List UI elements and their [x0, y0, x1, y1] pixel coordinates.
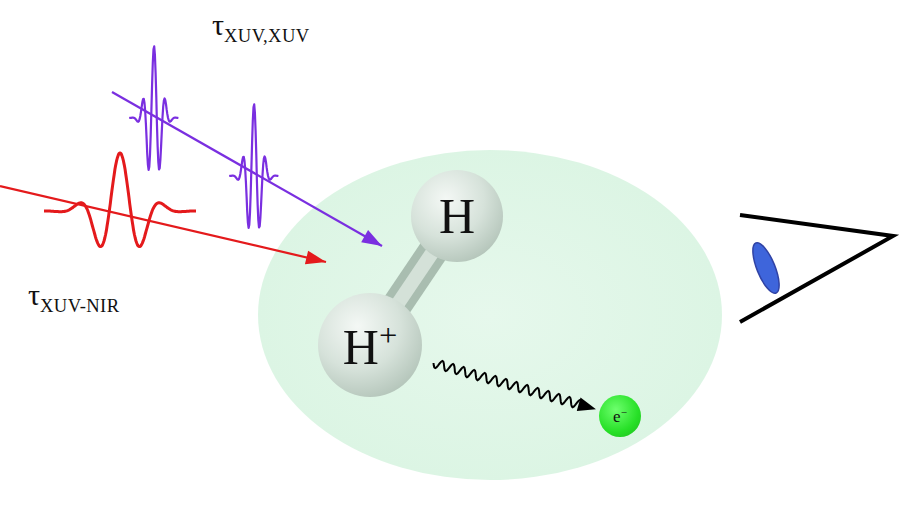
hydrogen-atom: H	[411, 170, 503, 262]
atom-label: H	[439, 191, 475, 241]
bond-rod	[396, 249, 435, 307]
laser-pulses	[0, 46, 382, 264]
eye-symbol	[740, 215, 893, 322]
hydrogen-ion: H+	[318, 293, 422, 397]
emission-arrow	[434, 361, 596, 411]
electron-cloud	[258, 150, 722, 480]
delay-label: τXUV,XUV	[212, 10, 309, 45]
delay-label: τXUV-NIR	[28, 280, 119, 315]
atom-label: e−	[613, 407, 627, 425]
electron: e−	[599, 395, 641, 437]
atom-label: H+	[343, 319, 397, 372]
